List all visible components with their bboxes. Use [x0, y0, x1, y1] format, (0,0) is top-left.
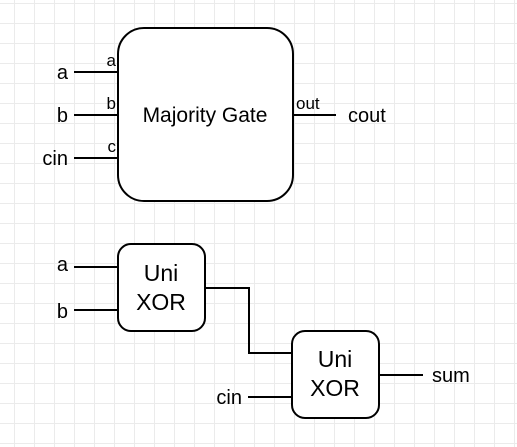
xor-gate-1-line2: XOR — [136, 289, 186, 315]
majority-input-a-label: a — [57, 62, 69, 84]
majority-input-cin-label: cin — [42, 148, 68, 170]
majority-port-c: c — [108, 137, 117, 156]
majority-output-cout-label: cout — [348, 105, 386, 127]
xor2-input-cin-label: cin — [216, 387, 242, 409]
majority-port-b: b — [107, 94, 116, 113]
majority-port-a: a — [107, 51, 117, 70]
majority-port-out: out — [296, 94, 320, 113]
xor-gate-1-block[interactable] — [117, 243, 206, 332]
wire-xor1-to-xor2 — [205, 287, 292, 354]
majority-gate-title: Majority Gate — [143, 104, 268, 127]
xor-gate-1-line1: Uni — [144, 260, 179, 286]
xor1-input-b-label: b — [57, 301, 68, 323]
xor-gate-2-line2: XOR — [310, 375, 360, 401]
xor1-input-a-label: a — [57, 254, 69, 276]
majority-input-b-label: b — [57, 105, 68, 127]
xor-gate-2-line1: Uni — [318, 346, 353, 372]
xor2-output-sum-label: sum — [432, 365, 470, 387]
